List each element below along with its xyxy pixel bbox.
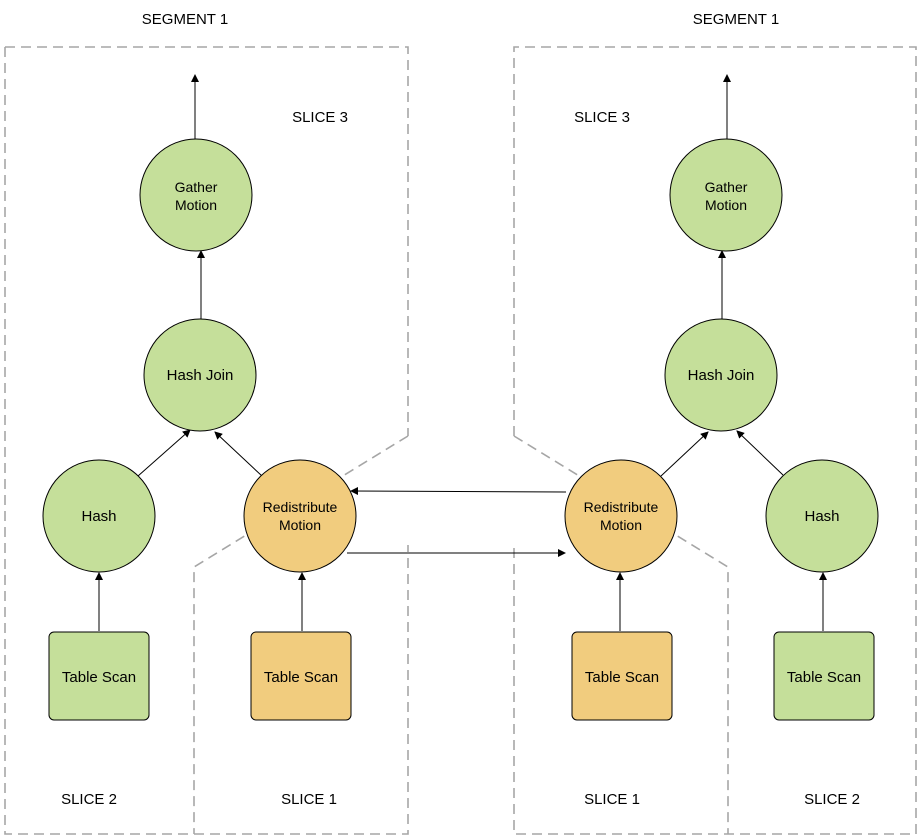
right-hash-label: Hash xyxy=(804,508,839,525)
right-gather-line2: Motion xyxy=(705,197,747,213)
left-table-scan-redistribute-label: Table Scan xyxy=(264,669,338,686)
right-redistribute-to-join-arrow xyxy=(660,431,709,477)
right-redistribute-motion-node: Redistribute Motion xyxy=(564,459,678,573)
left-gather-line1: Gather xyxy=(175,179,218,195)
left-slice1-label: SLICE 1 xyxy=(281,791,337,808)
left-segment-boundary-lower xyxy=(4,47,409,835)
left-slice3-label: SLICE 3 xyxy=(292,109,348,126)
left-segment-boundary xyxy=(5,46,409,436)
right-segment-label: SEGMENT 1 xyxy=(693,11,779,28)
right-redistribute-line1: Redistribute xyxy=(584,499,659,515)
right-table-scan-redistribute-label: Table Scan xyxy=(585,669,659,686)
left-redistribute-to-join-arrow xyxy=(214,431,263,477)
left-hash-join-node: Hash Join xyxy=(143,318,257,432)
right-slice1-label: SLICE 1 xyxy=(584,791,640,808)
left-redistribute-line2: Motion xyxy=(279,517,321,533)
right-slice2-label: SLICE 2 xyxy=(804,791,860,808)
right-slice3-label: SLICE 3 xyxy=(574,109,630,126)
right-segment-boundary xyxy=(513,46,917,835)
left-slice2-label: SLICE 2 xyxy=(61,791,117,808)
right-table-scan-hash-label: Table Scan xyxy=(787,669,861,686)
left-segment-label: SEGMENT 1 xyxy=(142,11,228,28)
left-gather-motion-node: Gather Motion xyxy=(139,138,253,252)
right-to-left-redistribute-arrow xyxy=(350,487,567,496)
right-hash-join-node: Hash Join xyxy=(664,318,778,432)
right-hash-join-label: Hash Join xyxy=(688,367,755,384)
left-redistribute-motion-node: Redistribute Motion xyxy=(243,459,357,573)
left-hash-join-label: Hash Join xyxy=(167,367,234,384)
right-gather-motion-node: Gather Motion xyxy=(669,138,783,252)
right-table-scan-redistribute-node: Table Scan xyxy=(571,631,673,721)
left-gather-line2: Motion xyxy=(175,197,217,213)
left-hash-label: Hash xyxy=(81,508,116,525)
right-hash-node: Hash xyxy=(765,459,879,573)
right-redistribute-line2: Motion xyxy=(600,517,642,533)
left-redistribute-line1: Redistribute xyxy=(263,499,338,515)
right-gather-line1: Gather xyxy=(705,179,748,195)
left-table-scan-redistribute-node: Table Scan xyxy=(250,631,352,721)
right-table-scan-hash-node: Table Scan xyxy=(773,631,875,721)
left-hash-node: Hash xyxy=(42,459,156,573)
left-hash-to-join-arrow xyxy=(137,429,191,477)
left-table-scan-hash-label: Table Scan xyxy=(62,669,136,686)
left-table-scan-hash-node: Table Scan xyxy=(48,631,150,721)
right-hash-to-join-arrow xyxy=(736,430,784,476)
